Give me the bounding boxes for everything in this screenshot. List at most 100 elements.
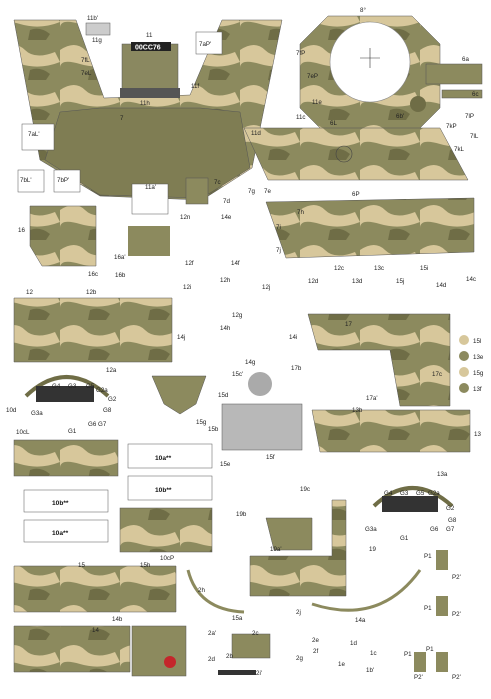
label-14f: 14f	[231, 260, 240, 267]
label-15: 15	[78, 562, 85, 569]
label-17: 17	[345, 321, 352, 328]
part-15g-r	[459, 367, 469, 377]
plate-text: 00CC76	[135, 45, 161, 52]
label-G3a-right: G3a	[365, 526, 377, 533]
part-7aL	[21, 123, 55, 151]
label-10a-low: 10a**	[52, 530, 69, 537]
part-16b-grille	[128, 226, 170, 256]
label-2j: 2j	[296, 609, 301, 616]
label-11g: 11g	[92, 37, 102, 44]
part-10-box-top	[13, 439, 119, 477]
label-15h: 15h	[140, 562, 151, 569]
label-7c: 7c	[214, 179, 221, 186]
part-7aP	[195, 31, 223, 55]
label-7lP: 7lP	[465, 113, 474, 120]
label-2i: 2i'	[256, 670, 262, 677]
part-15b-panel	[221, 403, 303, 451]
label-2c: 2c	[252, 630, 259, 637]
decal-roundel	[164, 656, 176, 668]
part-6a	[425, 63, 483, 85]
label-7fL: 7fL	[81, 57, 90, 64]
label-1b: 1b'	[366, 667, 374, 674]
label-17b: 17b	[291, 365, 302, 372]
label-1c: 1c	[370, 650, 377, 657]
part-6L-side	[243, 127, 469, 181]
label-12b: 12b	[86, 289, 97, 296]
label-2b: 2b	[226, 653, 233, 660]
part-13e	[459, 351, 469, 361]
part-6c	[441, 89, 483, 99]
label-16c: 16c	[88, 271, 98, 278]
label-2f: 2f	[313, 648, 318, 655]
label-16a: 16a'	[114, 254, 126, 261]
part-15c-disc	[248, 372, 272, 396]
label-17c: 17c	[432, 371, 442, 378]
part-16-panel	[29, 205, 97, 267]
label-7aL: 7aL'	[28, 131, 40, 138]
label-G2-right: G2	[446, 505, 455, 512]
label-G4-right: G4	[384, 490, 393, 497]
part-6b	[410, 96, 426, 112]
label-P2-a: P2'	[452, 574, 461, 581]
label-12c: 12c	[334, 265, 344, 272]
label-6P: 6P	[352, 191, 360, 198]
label-7: 7	[120, 115, 124, 122]
label-G7-right: G7	[446, 526, 455, 533]
part-11-hatch	[121, 43, 179, 95]
label-7j: 7j	[276, 247, 281, 254]
part-19-panel	[249, 499, 347, 597]
label-G6-right: G6	[430, 526, 439, 533]
label-14a: 14a	[355, 617, 366, 624]
label-13: 13	[474, 431, 481, 438]
label-16: 16	[18, 227, 25, 234]
label-7kL: 7kL	[454, 146, 465, 153]
label-15g-r: 15g	[473, 370, 484, 377]
label-15a: 15a	[232, 615, 243, 622]
label-12: 12	[26, 289, 33, 296]
label-7eP: 7eP	[307, 73, 318, 80]
label-7kP: 7kP	[446, 123, 457, 130]
label-19a: 19a'	[270, 546, 282, 553]
label-11f: 11f	[191, 83, 199, 90]
label-12f: 12f	[185, 260, 194, 267]
label-10a-top: 10a**	[155, 455, 172, 462]
label-14g: 14g	[245, 359, 256, 366]
label-12i: 12i	[183, 284, 191, 291]
label-7aP: 7aP'	[199, 41, 211, 48]
label-6L: 6L	[330, 120, 337, 127]
label-11c: 11c	[296, 114, 306, 121]
part-13a-arch	[372, 486, 454, 508]
label-P2-c: P2'	[414, 674, 423, 681]
label-15f: 15f	[266, 454, 275, 461]
part-6L-hole	[335, 145, 353, 163]
label-G4-left: G4	[52, 383, 61, 390]
label-13e: 13e	[473, 354, 484, 361]
label-1e: 1e	[338, 661, 345, 668]
label-19b: 19b	[236, 511, 247, 518]
label-15g: 15g	[196, 419, 207, 426]
label-G5-left: G5	[86, 383, 95, 390]
part-15g-shield	[151, 375, 207, 415]
label-15d: 15d	[218, 392, 229, 399]
label-15i: 15i	[420, 265, 428, 272]
label-7i: 7i	[276, 224, 281, 231]
label-10d: 10d	[6, 407, 17, 414]
part-15l	[459, 335, 469, 345]
label-7bP: 7bP'	[57, 177, 69, 184]
label-8: 8°	[360, 7, 366, 14]
part-G-engine-left	[36, 386, 94, 402]
label-10b-low: 10b**	[52, 500, 69, 507]
label-13f: 13f	[473, 386, 482, 393]
label-19c: 19c	[300, 486, 310, 493]
label-14h: 14h	[220, 325, 231, 332]
label-P1-d: P1	[426, 646, 434, 653]
part-10b-box	[127, 475, 213, 501]
label-P1-c: P1	[404, 651, 412, 658]
part-14-panel	[13, 625, 131, 673]
label-14i: 14i	[289, 334, 297, 341]
label-G5-right: G5	[416, 490, 425, 497]
label-10b-mid: 10b**	[155, 487, 172, 494]
part-19a	[265, 517, 313, 551]
label-P1-a: P1	[424, 553, 432, 560]
